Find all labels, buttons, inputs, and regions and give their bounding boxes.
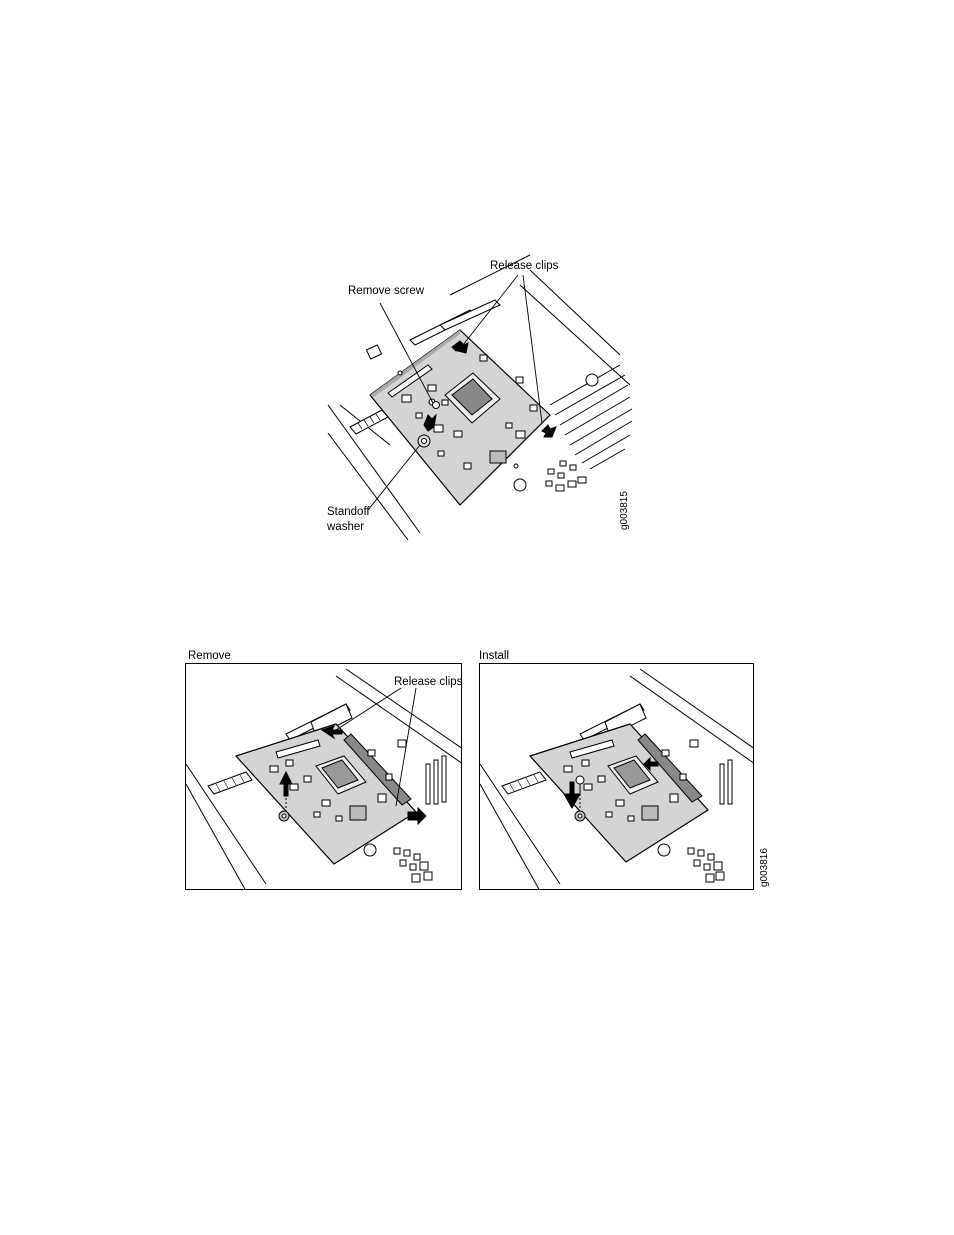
standoff-washer-label-line2: washer — [327, 521, 364, 534]
remove-panel-illustration — [186, 664, 462, 890]
figure-1: Release clips Remove screw Standoff wash… — [320, 255, 640, 545]
install-panel-illustration — [480, 664, 754, 890]
remove-panel-release-clips-label: Release clips — [394, 676, 462, 689]
install-panel — [479, 663, 754, 890]
figure-2-id: g003816 — [759, 848, 770, 887]
release-clips-label: Release clips — [490, 260, 558, 273]
remove-panel: Release clips — [185, 663, 462, 890]
install-panel-title: Install — [479, 650, 509, 662]
remove-screw-label: Remove screw — [348, 285, 424, 298]
standoff-washer-label-line1: Standoff — [327, 506, 370, 519]
remove-panel-title: Remove — [188, 650, 231, 662]
figure-1-illustration — [320, 255, 640, 545]
figure-id: g003815 — [619, 491, 630, 530]
